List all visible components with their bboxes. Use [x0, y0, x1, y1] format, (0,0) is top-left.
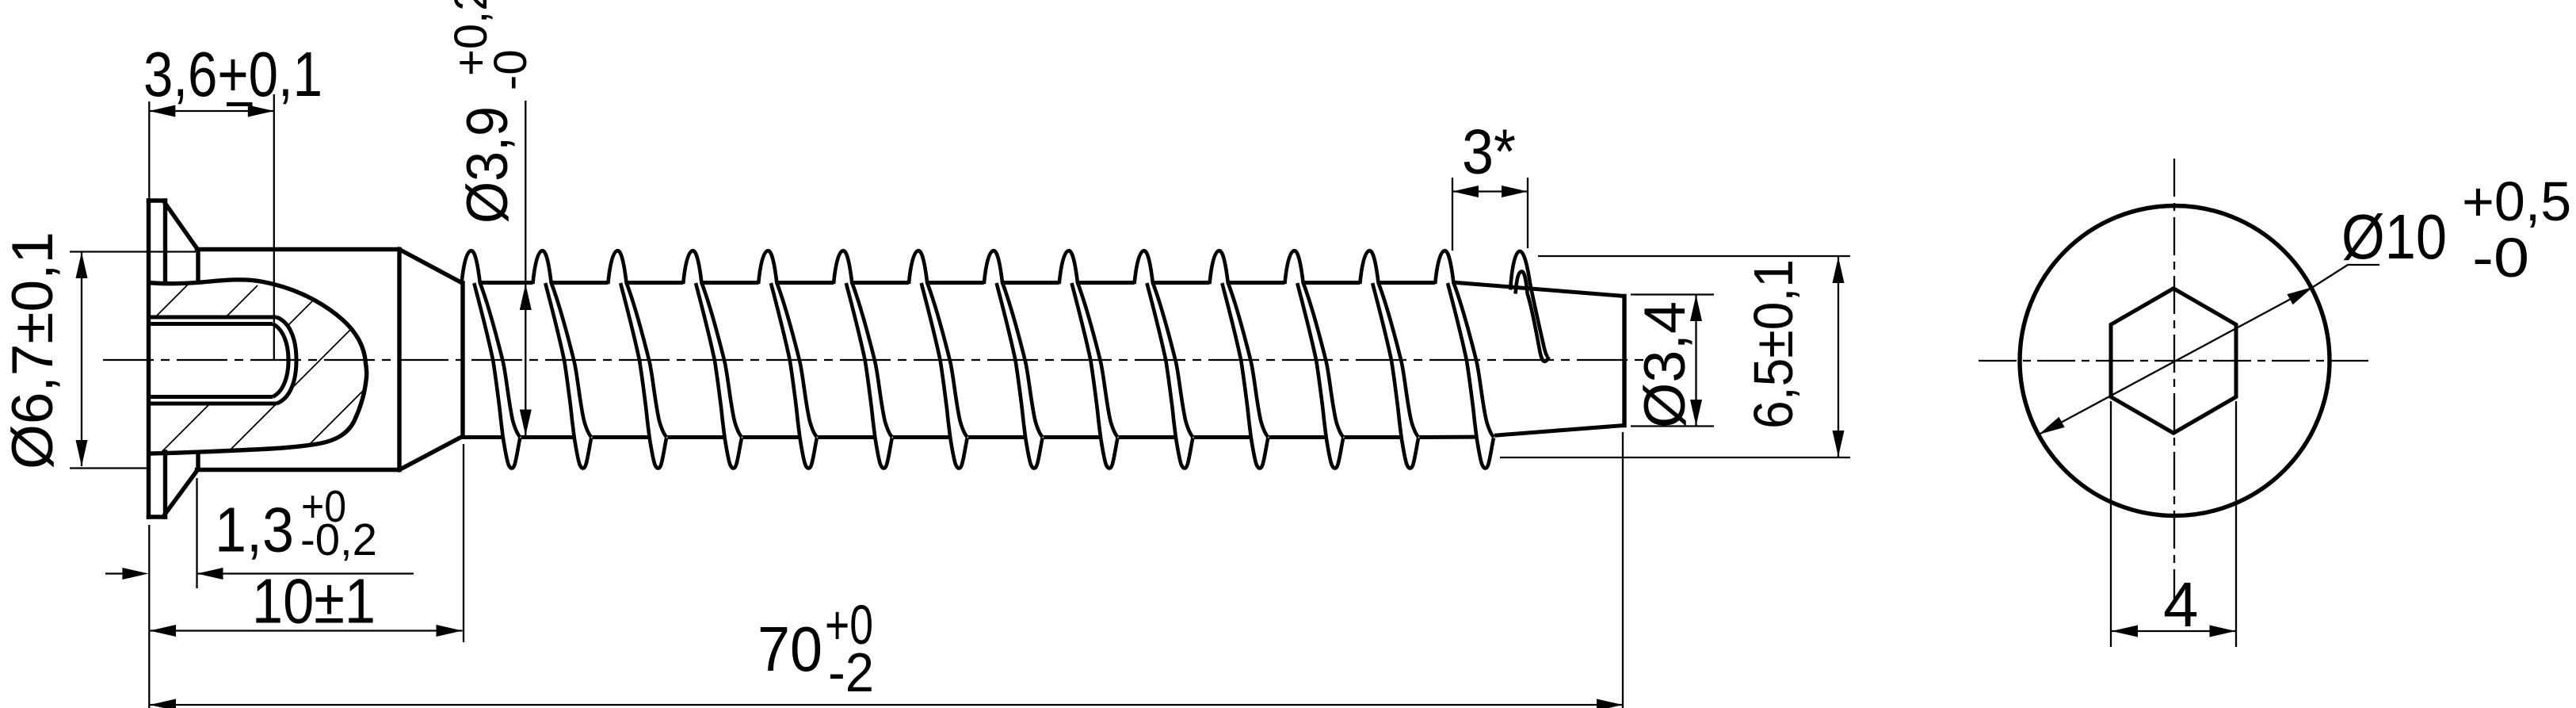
svg-text:Ø3,9: Ø3,9: [456, 106, 520, 224]
svg-text:6,5±0,1: 6,5±0,1: [1742, 259, 1804, 429]
svg-text:3,6+0,1: 3,6+0,1: [143, 39, 322, 109]
svg-text:-0: -0: [2472, 227, 2529, 289]
svg-text:Ø6,7±0,1: Ø6,7±0,1: [1, 232, 65, 469]
svg-text:10±1: 10±1: [252, 565, 376, 636]
svg-text:+0: +0: [825, 594, 873, 656]
svg-text:3*: 3*: [1462, 117, 1516, 187]
svg-text:70: 70: [758, 614, 822, 684]
svg-text:-2: -2: [828, 641, 874, 703]
svg-text:+0,5: +0,5: [2462, 170, 2571, 232]
svg-text:1,3: 1,3: [215, 495, 294, 565]
svg-text:+0: +0: [301, 481, 346, 532]
svg-text:+0,2-0: +0,2-0: [445, 0, 536, 90]
svg-text:Ø10: Ø10: [2341, 201, 2447, 272]
svg-text:-0,2: -0,2: [300, 515, 377, 565]
svg-text:4: 4: [2163, 569, 2199, 640]
svg-text:Ø3,4: Ø3,4: [1633, 301, 1697, 428]
